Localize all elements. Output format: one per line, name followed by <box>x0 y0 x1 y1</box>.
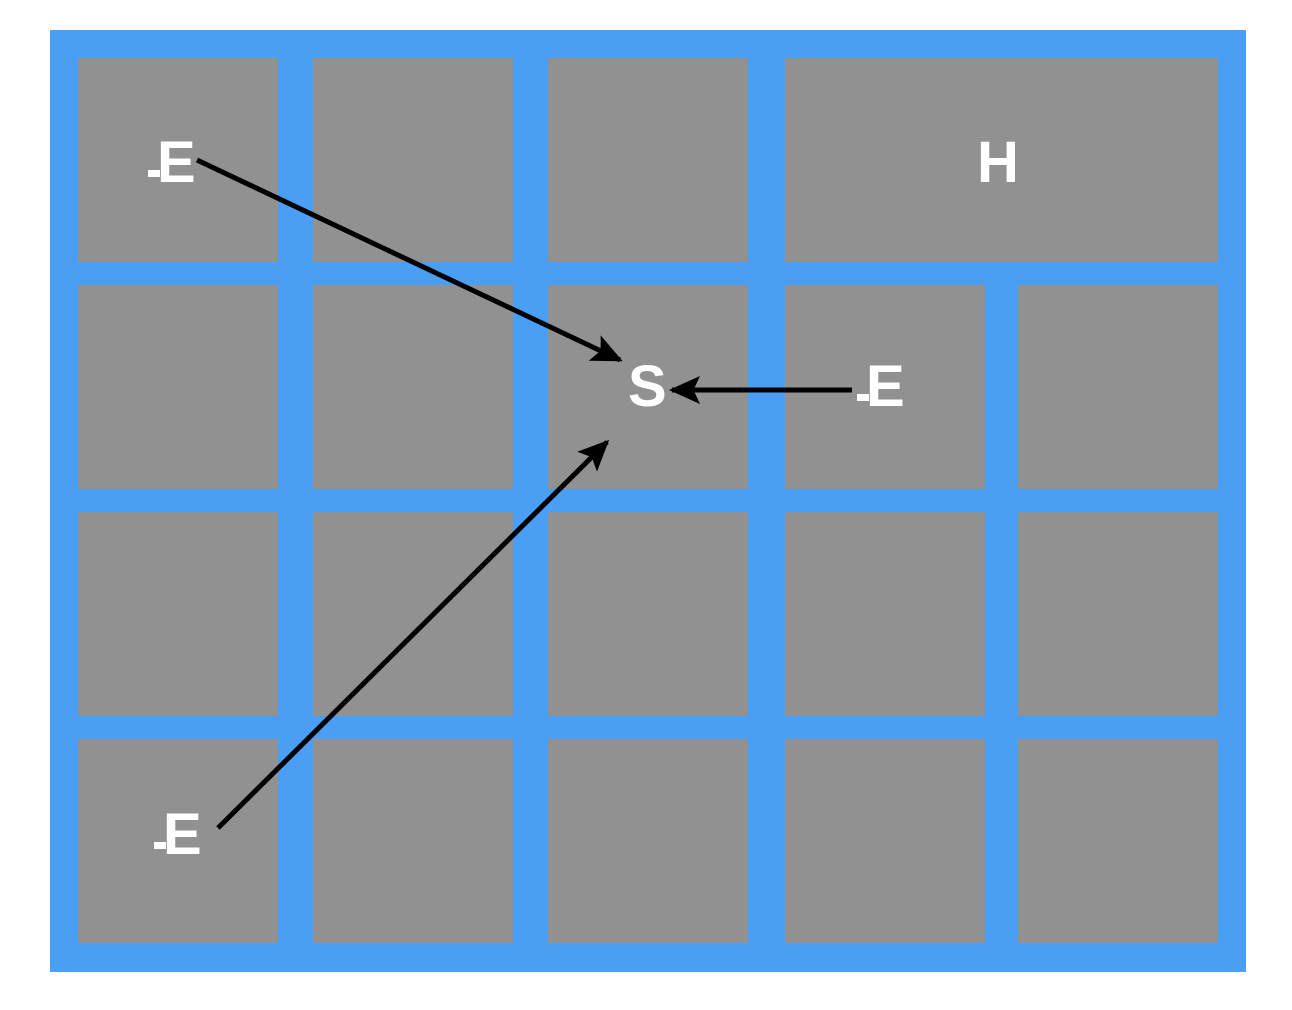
grid-cell-r3c4[interactable] <box>785 512 985 716</box>
grid-cell-r4c3[interactable] <box>548 739 748 943</box>
grid-cell-r2c4[interactable] <box>785 285 985 489</box>
grid-cell-r4c5[interactable] <box>1018 739 1218 943</box>
grid-cell-r1c2[interactable] <box>313 58 513 262</box>
start-label-top-left: E <box>148 130 196 195</box>
grid-cell-r1c4[interactable] <box>785 58 1218 262</box>
start-label-right: E <box>857 354 905 419</box>
grid-cell-r3c5[interactable] <box>1018 512 1218 716</box>
goal-label: H <box>977 130 1019 195</box>
grid-cell-r4c4[interactable] <box>785 739 985 943</box>
start-label-bottom-left: E <box>154 802 202 867</box>
grid-cell-r2c5[interactable] <box>1018 285 1218 489</box>
grid-cell-r2c2[interactable] <box>313 285 513 489</box>
state-label: S <box>628 354 667 419</box>
grid-cell-r3c2[interactable] <box>313 512 513 716</box>
grid-cell-r3c3[interactable] <box>548 512 748 716</box>
grid-cell-r3c1[interactable] <box>78 512 278 716</box>
grid-cell-r2c1[interactable] <box>78 285 278 489</box>
grid-cell-r4c2[interactable] <box>313 739 513 943</box>
grid-cell-r1c3[interactable] <box>548 58 748 262</box>
